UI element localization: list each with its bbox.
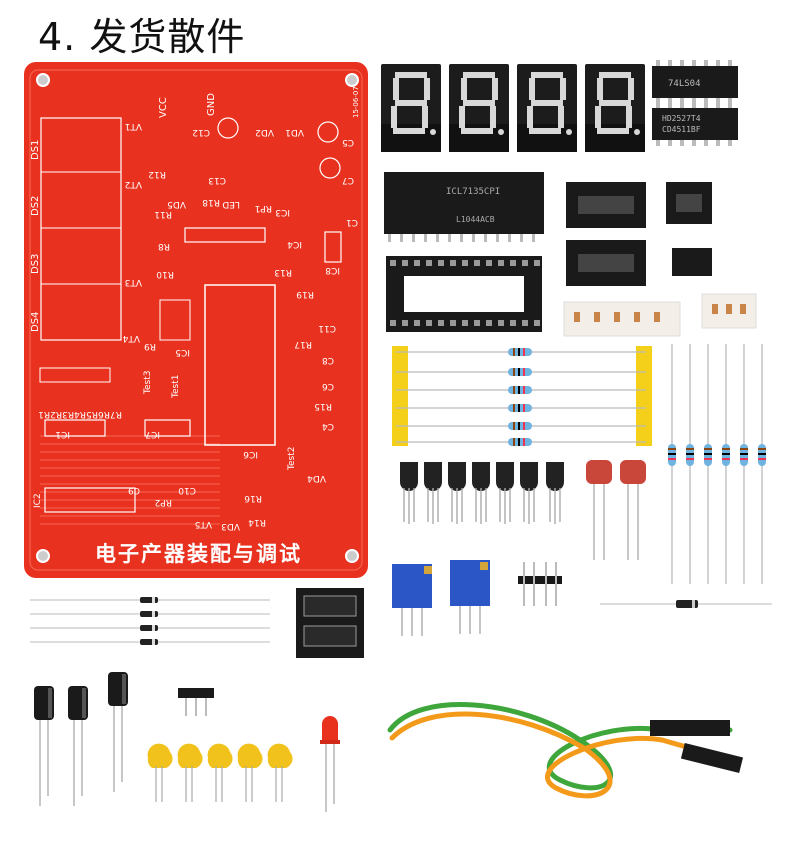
pcb-label-r8: R8	[158, 241, 170, 251]
pcb-label-ds1: DS1	[30, 140, 41, 160]
pcb-label-c5: C5	[342, 137, 354, 147]
pcb-label-ic4: IC4	[287, 239, 302, 249]
jumper-wire	[387, 702, 744, 799]
pcb-label-ic7: IC7	[145, 429, 160, 439]
pcb-label-vcc: VCC	[158, 97, 169, 118]
pcb-label-ic3: IC3	[275, 207, 290, 217]
pcb-label-r14: R14	[248, 517, 266, 527]
white-headers	[563, 293, 757, 337]
pcb-board-title: 电子产器装配与调试	[95, 542, 302, 566]
pcb-label-ic1: IC1	[55, 429, 70, 439]
pcb-label-vd2: VD2	[255, 127, 274, 137]
seven-segment-displays	[381, 64, 645, 152]
pcb-label-c4: C4	[322, 421, 334, 431]
dip28-marking-2: L1044ACB	[456, 215, 495, 224]
pcb-label-vd3: VD3	[221, 521, 240, 531]
pcb-label-ic2: IC2	[33, 493, 43, 508]
dip-sockets	[566, 182, 712, 286]
pcb-label-rp2: RP2	[155, 497, 172, 507]
pcb-label-led: LED	[222, 199, 240, 209]
pcb-label-c12: C12	[192, 127, 210, 137]
red-led	[320, 716, 340, 812]
pcb-label-c8: C8	[322, 355, 334, 365]
pcb-label-ds4: DS4	[30, 312, 41, 332]
pin-header-4	[518, 562, 562, 606]
dip14-a-marking: 74LS04	[668, 79, 701, 89]
pcb-label-r16: R16	[244, 493, 262, 503]
pcb-label-ds3: DS3	[30, 254, 41, 274]
pcb-label-vt3: VT3	[125, 277, 142, 287]
pcb-label-r9: R9	[144, 341, 156, 351]
diodes-row	[29, 596, 271, 646]
pcb-label-c7: C7	[342, 175, 354, 185]
pcb-label-c6: C6	[322, 381, 334, 391]
pcb-label-ic6: IC6	[243, 449, 258, 459]
pcb-label-r10: R10	[156, 269, 174, 279]
pcb-label-vd5: VD5	[167, 199, 186, 209]
pcb-label-vd4: VD4	[307, 473, 326, 483]
dip28-chip: ICL7135CPI L1044ACB	[384, 172, 544, 242]
pcb-label-test1: Test1	[171, 375, 181, 399]
pcb-label-ic5: IC5	[175, 347, 190, 357]
pcb-label-resistor-row: R7R6R5R4R3R2R1	[38, 409, 122, 419]
dip14-b-marking-2: CD4511BF	[662, 125, 701, 134]
pcb-label-vt2: VT2	[125, 179, 142, 189]
pcb-label-vt5: VT5	[195, 519, 212, 529]
resistor-tape-strip	[392, 346, 652, 447]
pcb-label-test2: Test2	[287, 447, 297, 471]
pcb-label-r19: R19	[296, 289, 314, 299]
smd-ic-strip	[296, 588, 364, 658]
pcb-label-vt1: VT1	[125, 121, 142, 131]
pcb-label-ic8: IC8	[325, 265, 340, 275]
pcb-label-vt4: VT4	[122, 333, 140, 343]
dip28-marking-1: ICL7135CPI	[446, 187, 500, 197]
page-title: 4. 发货散件	[38, 15, 246, 59]
film-capacitors	[586, 460, 646, 560]
pcb-label-r15: R15	[314, 401, 332, 411]
potentiometers	[392, 560, 490, 636]
electrolytic-capacitors	[33, 671, 129, 807]
pcb-label-gnd: GND	[206, 93, 217, 116]
pcb-label-r18: R18	[202, 197, 220, 207]
pcb-label-r13: R13	[274, 267, 292, 277]
pcb-label-ds2: DS2	[30, 196, 41, 216]
pcb-label-r11: R11	[154, 209, 172, 219]
pcb-board: VCC GND 15-06-07 DS1 DS2 DS3 DS4 R7R6R5R…	[24, 62, 368, 578]
pcb-label-test3: Test3	[143, 371, 153, 395]
pcb-label-c11: C11	[318, 323, 336, 333]
pin-header-3	[178, 688, 214, 716]
ceramic-capacitors	[146, 743, 294, 803]
vertical-resistors	[667, 343, 767, 585]
pcb-label-c9: C9	[128, 485, 140, 495]
pcb-label-c1: C1	[346, 217, 358, 227]
pcb-label-c13: C13	[208, 175, 226, 185]
dip14-b-marking-1: HD2527T4	[662, 114, 701, 123]
pcb-label-vd1: VD1	[285, 127, 304, 137]
pcb-label-r12: R12	[148, 169, 166, 179]
diode-single	[600, 600, 772, 608]
pcb-label-date: 15-06-07	[352, 86, 360, 118]
dip14-chip-b: HD2527T4 CD4511BF	[652, 102, 738, 146]
transistors	[399, 461, 565, 525]
dip14-chip-a: 74LS04	[652, 60, 738, 104]
pcb-label-r17: R17	[294, 339, 312, 349]
dip28-socket	[386, 256, 542, 332]
pcb-label-c10: C10	[178, 485, 196, 495]
pcb-label-rp1: RP1	[255, 203, 272, 213]
